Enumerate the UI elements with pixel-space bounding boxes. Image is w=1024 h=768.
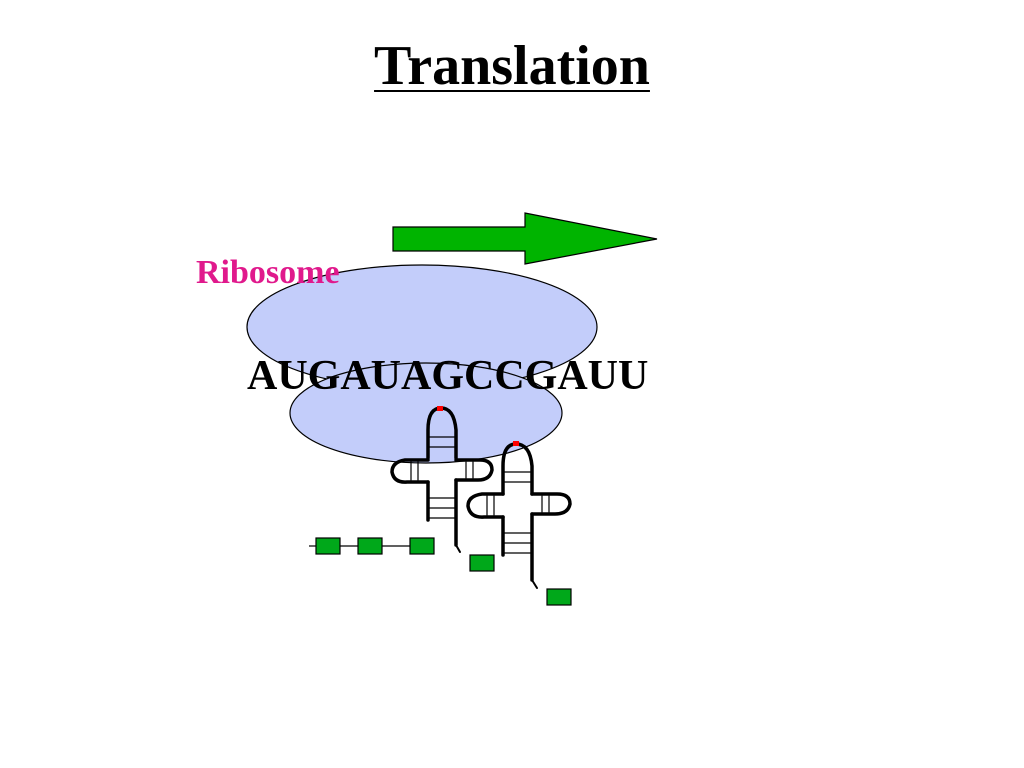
direction-arrow bbox=[392, 212, 658, 265]
polypeptide-chain bbox=[309, 537, 435, 555]
ribosome-label: Ribosome bbox=[196, 254, 340, 291]
amino-acid bbox=[315, 537, 341, 555]
ribosome-small-subunit bbox=[289, 362, 563, 464]
trna-1-amino-acid bbox=[469, 554, 495, 572]
trna-2-amino-acid bbox=[546, 588, 572, 606]
slide-title: Translation bbox=[374, 35, 650, 97]
trna-2-anticodon-mark bbox=[513, 441, 519, 446]
amino-acid bbox=[409, 537, 435, 555]
trna-1-anticodon-mark bbox=[437, 406, 443, 411]
mrna-sequence: AUGAUAGCCGAUU bbox=[247, 353, 648, 399]
trna-1 bbox=[390, 406, 494, 553]
amino-acid bbox=[357, 537, 383, 555]
